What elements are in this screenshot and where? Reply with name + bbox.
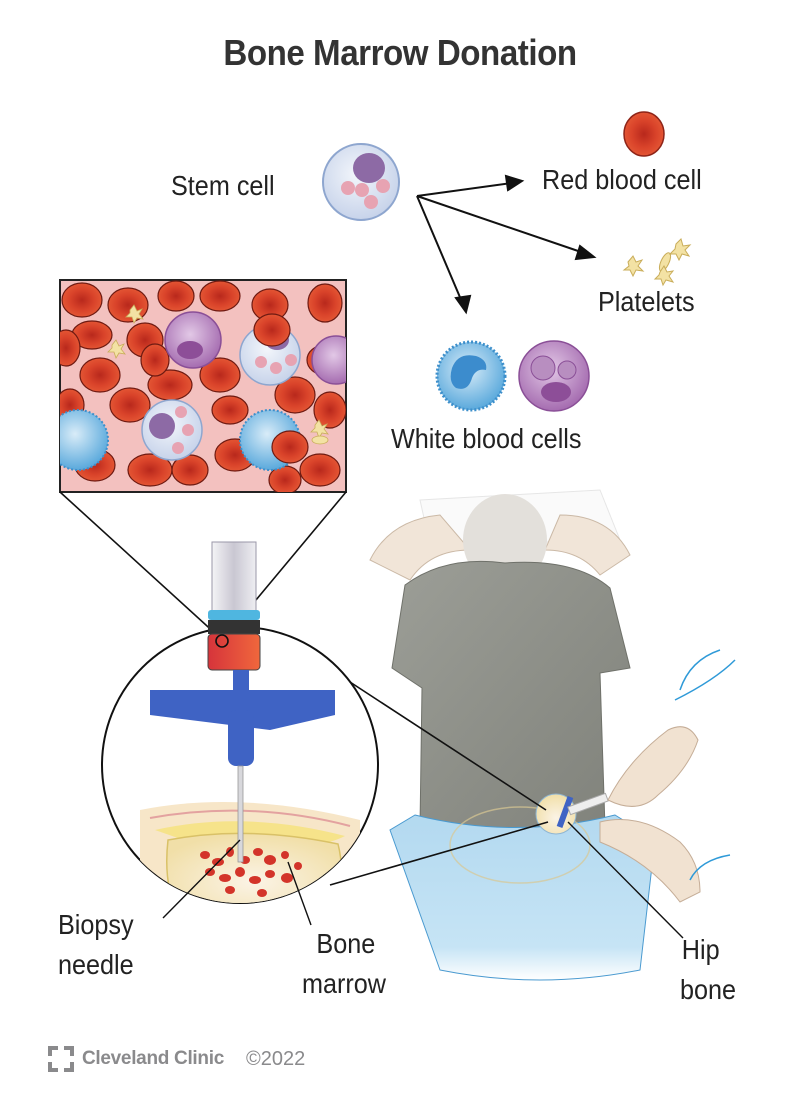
label-stem-cell: Stem cell	[171, 170, 275, 201]
label-white-blood-cells: White blood cells	[391, 423, 582, 454]
footer: Cleveland Clinic ©2022	[48, 1046, 305, 1072]
white-blood-cells-icon	[435, 340, 590, 412]
label-bone-marrow-line1: Bone	[316, 928, 376, 959]
platelets-icon	[622, 238, 692, 287]
cleveland-clinic-logo-icon	[48, 1046, 74, 1072]
footer-brand: Cleveland Clinic	[82, 1048, 224, 1069]
label-biopsy-needle-line1: Biopsy	[58, 909, 134, 940]
marrow-spots	[200, 847, 302, 897]
label-leader-lines	[162, 821, 684, 939]
label-biopsy-needle-line2: needle	[58, 949, 134, 980]
label-bone-marrow: Bone marrow	[302, 924, 395, 1004]
site-callout-lines	[329, 681, 549, 886]
stem-cell-icon	[322, 143, 400, 221]
patient-illustration	[369, 489, 736, 981]
label-hip-bone: Hip bone	[680, 930, 742, 1010]
arrow-to-platelets	[416, 195, 597, 261]
red-blood-cell-icon	[623, 111, 665, 157]
footer-copyright: ©2022	[245, 1047, 306, 1070]
label-biopsy-needle: Biopsy needle	[58, 905, 142, 985]
label-red-blood-cell: Red blood cell	[542, 164, 702, 195]
arrow-to-white-blood-cells	[416, 195, 472, 315]
label-bone-marrow-line2: marrow	[302, 968, 387, 999]
arrow-to-red-blood-cell	[416, 174, 525, 197]
label-platelets: Platelets	[598, 286, 695, 317]
magnified-blood-panel	[59, 279, 347, 493]
page-title: Bone Marrow Donation	[223, 32, 577, 73]
label-hip-bone-line2: bone	[680, 974, 737, 1005]
arrows	[416, 174, 597, 315]
magnify-callout-lines	[59, 491, 347, 637]
label-hip-bone-line1: Hip	[681, 934, 720, 965]
procedure-magnifier	[101, 541, 379, 904]
